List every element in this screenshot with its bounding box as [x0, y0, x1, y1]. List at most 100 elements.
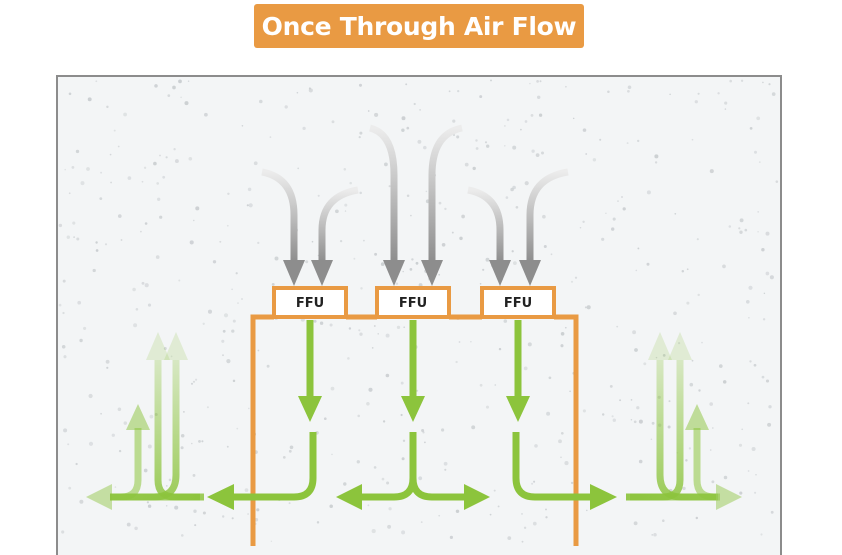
speckle-dot — [570, 280, 574, 283]
speckle-dot — [653, 533, 657, 537]
speckle-dot — [724, 108, 727, 110]
speckle-dot — [409, 268, 413, 271]
speckle-dot — [339, 239, 343, 243]
speckle-dot — [396, 325, 401, 330]
speckle-dot — [646, 262, 650, 266]
speckle-texture — [58, 79, 779, 543]
speckle-dot — [662, 519, 665, 522]
speckle-dot — [758, 161, 761, 163]
speckle-dot — [253, 161, 258, 166]
speckle-dot — [456, 135, 460, 139]
speckle-dot — [619, 399, 622, 402]
speckle-dot — [195, 378, 198, 381]
speckle-dot — [385, 373, 390, 378]
speckle-dot — [634, 348, 638, 352]
speckle-dot — [86, 167, 90, 171]
speckle-dot — [560, 344, 564, 348]
speckle-dot — [61, 345, 66, 349]
down-arrow-icon — [519, 168, 569, 286]
speckle-dot — [638, 459, 643, 464]
speckle-dot — [232, 379, 236, 383]
speckle-dot — [536, 95, 541, 100]
speckle-dot — [512, 185, 516, 190]
speckle-dot — [507, 536, 512, 540]
speckle-dot — [686, 268, 689, 271]
ffu-unit: FFU — [480, 286, 556, 319]
speckle-dot — [374, 252, 378, 256]
speckle-dot — [771, 92, 776, 96]
speckle-dot — [377, 333, 379, 335]
speckle-dot — [572, 117, 575, 120]
speckle-dot — [146, 501, 149, 504]
speckle-dot — [415, 261, 419, 265]
speckle-dot — [416, 389, 419, 392]
speckle-dot — [95, 249, 99, 252]
speckle-dot — [458, 341, 461, 343]
speckle-dot — [113, 129, 116, 132]
speckle-dot — [141, 281, 145, 285]
speckle-dot — [673, 311, 677, 316]
speckle-dot — [694, 100, 698, 104]
speckle-dot — [560, 332, 565, 336]
speckle-dot — [374, 112, 379, 117]
speckle-dot — [284, 105, 288, 109]
cleanroom-enclosure — [250, 314, 579, 546]
speckle-dot — [157, 197, 161, 201]
speckle-dot — [68, 92, 72, 96]
speckle-dot — [288, 502, 291, 505]
speckle-dot — [111, 433, 115, 437]
speckle-dot — [504, 125, 506, 127]
ffu-unit: FFU — [375, 286, 451, 319]
speckle-dot — [367, 110, 370, 112]
speckle-dot — [72, 221, 76, 225]
speckle-dot — [147, 444, 152, 449]
speckle-dot — [444, 468, 447, 471]
speckle-dot — [691, 138, 694, 141]
speckle-dot — [532, 521, 537, 526]
speckle-dot — [651, 534, 653, 536]
speckle-dot — [165, 485, 168, 487]
speckle-dot — [241, 125, 244, 127]
down-arrow-icon — [311, 186, 359, 286]
speckle-dot — [167, 94, 171, 97]
speckle-dot — [740, 79, 744, 82]
speckle-dot — [753, 363, 757, 367]
speckle-dot — [257, 349, 260, 352]
speckle-dot — [621, 196, 623, 198]
speckle-dot — [534, 444, 538, 448]
speckle-dot — [95, 241, 98, 244]
speckle-dot — [232, 319, 236, 323]
speckle-dot — [490, 79, 492, 82]
speckle-dot — [95, 80, 98, 83]
speckle-dot — [747, 470, 750, 472]
speckle-dot — [316, 521, 320, 524]
speckle-dot — [172, 85, 176, 90]
speckle-dot — [584, 306, 587, 309]
speckle-dot — [711, 427, 714, 429]
speckle-dot — [627, 89, 630, 93]
speckle-dot — [668, 400, 671, 403]
speckle-dot — [68, 192, 71, 195]
speckle-dot — [762, 81, 764, 84]
speckle-dot — [739, 491, 743, 495]
speckle-dot — [418, 476, 423, 481]
speckle-dot — [636, 406, 640, 410]
speckle-dot — [83, 326, 87, 330]
speckle-dot — [444, 207, 447, 211]
speckle-dot — [133, 323, 138, 328]
speckle-dot — [738, 227, 741, 230]
speckle-dot — [765, 379, 770, 383]
speckle-dot — [521, 540, 524, 543]
speckle-dot — [513, 261, 517, 265]
speckle-dot — [231, 288, 233, 291]
speckle-dot — [697, 293, 700, 297]
speckle-dot — [722, 264, 726, 269]
speckle-dot — [270, 540, 273, 543]
speckle-dot — [248, 407, 250, 410]
speckle-dot — [637, 247, 640, 250]
speckle-dot — [62, 311, 65, 315]
speckle-dot — [358, 83, 363, 87]
ffu-label: FFU — [296, 296, 324, 311]
speckle-dot — [58, 223, 63, 228]
speckle-dot — [529, 82, 531, 85]
